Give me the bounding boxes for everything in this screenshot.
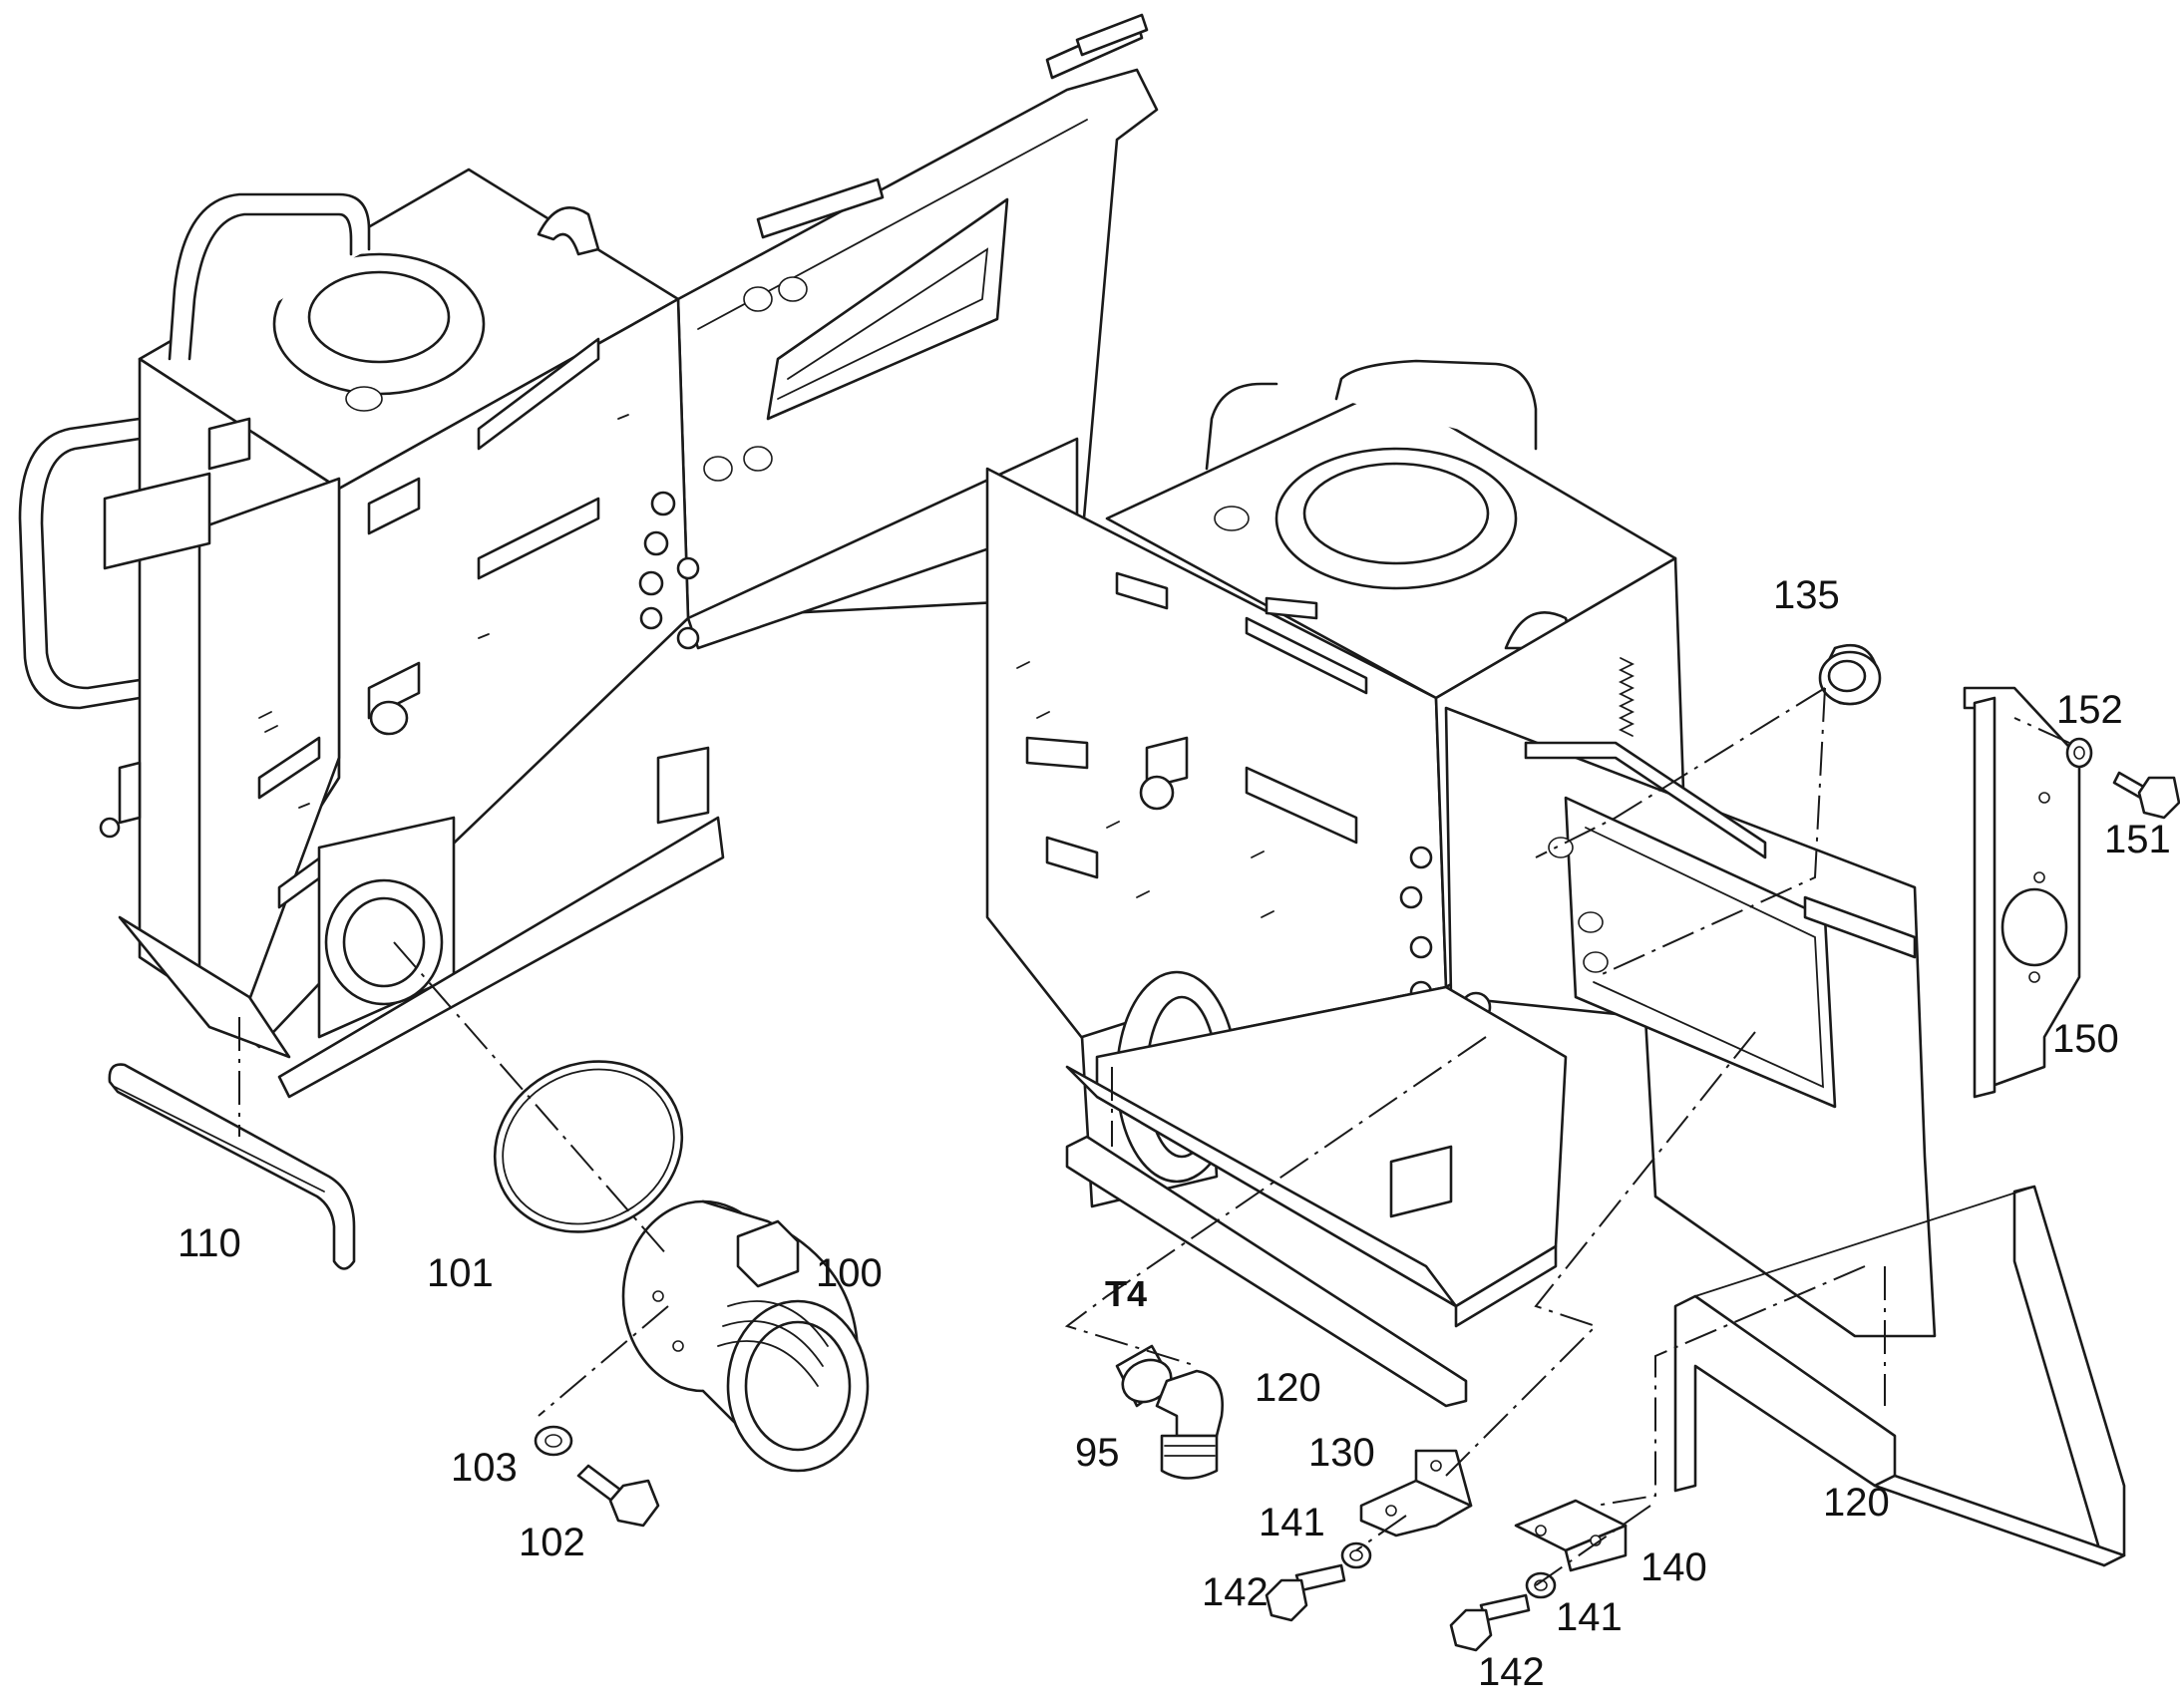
callout-150: 150 <box>2052 1017 2119 1061</box>
callout-95: 95 <box>1075 1431 1120 1475</box>
callout-151: 151 <box>2104 818 2171 861</box>
callout-101: 101 <box>427 1251 494 1295</box>
callout-141-a: 141 <box>1259 1501 1325 1544</box>
callout-142-a: 142 <box>1202 1570 1269 1614</box>
callout-120-front: 120 <box>1255 1366 1321 1410</box>
part-120-bar-front <box>1065 1135 1468 1408</box>
part-120-u-frame <box>1673 1185 2126 1567</box>
part-110-tube <box>108 1063 356 1270</box>
right-hopper-assembly <box>985 359 1937 1338</box>
callout-102: 102 <box>519 1521 585 1564</box>
callout-141-b: 141 <box>1556 1595 1623 1639</box>
part-130-bracket <box>1359 1449 1473 1537</box>
callout-110: 110 <box>178 1221 241 1265</box>
part-152-washer <box>2065 737 2093 769</box>
callout-142-b: 142 <box>1478 1650 1545 1694</box>
callout-100: 100 <box>816 1251 883 1295</box>
part-142-bolt-b <box>1449 1593 1531 1652</box>
part-141-washer-b <box>1525 1571 1557 1599</box>
part-135-plug <box>1818 643 1882 706</box>
part-140-bracket <box>1514 1499 1628 1572</box>
part-101-o-ring <box>493 1060 684 1233</box>
callout-103: 103 <box>451 1446 518 1490</box>
callout-120-frame: 120 <box>1823 1481 1890 1525</box>
callout-152: 152 <box>2056 688 2123 732</box>
assembly-leader-lines <box>238 687 2070 1586</box>
callout-140: 140 <box>1640 1545 1707 1589</box>
callout-labels: 110 101 100 103 102 T4 120 95 130 141 14… <box>178 573 2171 1694</box>
part-100-flange-adapter <box>621 1199 870 1473</box>
callout-t4: T4 <box>1105 1273 1147 1314</box>
part-95-elbow-fitting <box>1115 1344 1224 1480</box>
left-hopper-assembly <box>18 13 1159 1099</box>
part-150-plate <box>1963 686 2081 1099</box>
callout-135: 135 <box>1773 573 1840 617</box>
part-151-bolt <box>2112 771 2180 820</box>
part-103-washer <box>534 1425 573 1457</box>
part-102-bolt <box>576 1464 660 1528</box>
part-142-bolt-a <box>1265 1563 1346 1622</box>
part-141-washer-a <box>1340 1541 1372 1569</box>
callout-130: 130 <box>1308 1431 1375 1475</box>
